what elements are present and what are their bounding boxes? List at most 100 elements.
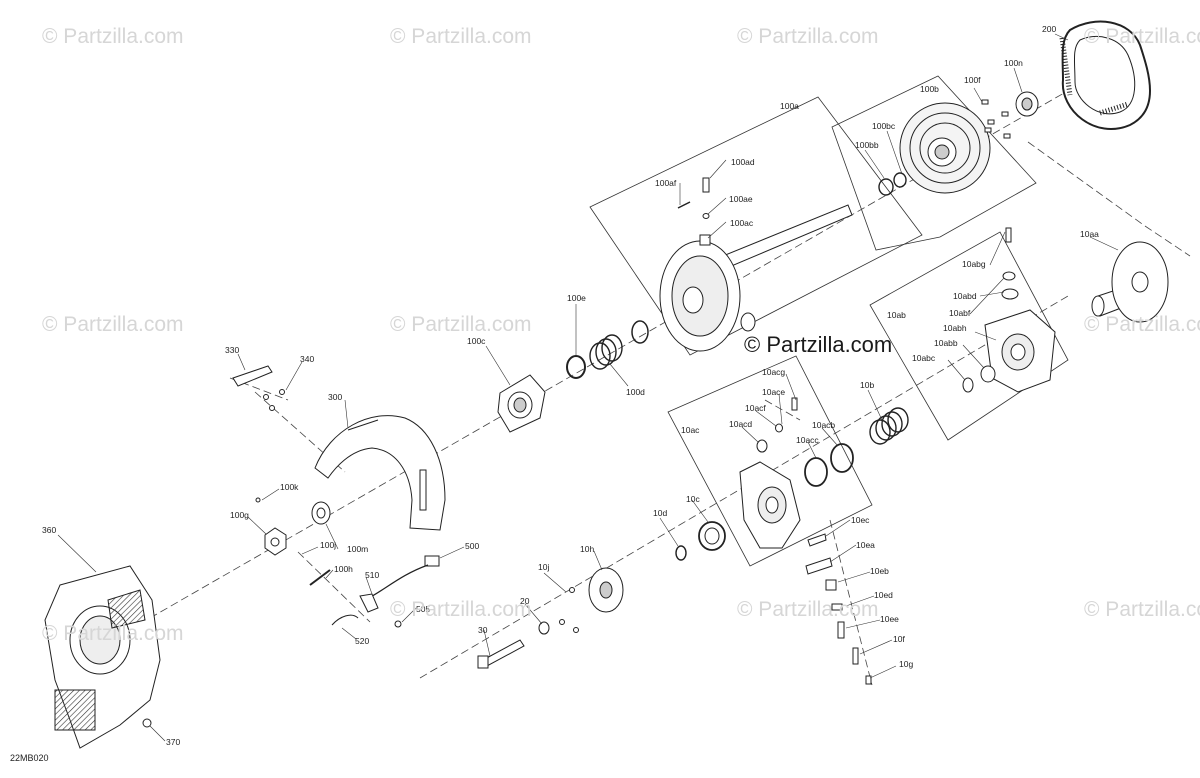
ring-10acb <box>830 443 854 473</box>
group-box-100a <box>589 96 923 356</box>
nut-100g <box>264 527 287 556</box>
watermark-6: © Partzilla.com <box>390 313 532 336</box>
watermark-9: © Partzilla.com <box>390 598 532 621</box>
watermark-1: © Partzilla.com <box>42 25 184 48</box>
label-10acd: 10acd <box>729 419 752 429</box>
group-box-100b <box>831 75 1037 251</box>
bearing-100n <box>1015 91 1039 117</box>
label-100ac: 100ac <box>730 218 754 228</box>
label-100c: 100c <box>467 336 486 346</box>
spring-100d <box>589 334 623 370</box>
label-10aa: 10aa <box>1080 229 1099 239</box>
pin-100af <box>677 201 691 209</box>
label-100d: 100d <box>626 387 645 397</box>
part-370-nut <box>142 718 152 728</box>
watermark-11: © Partzilla.com <box>1084 598 1200 621</box>
shaft-10aa <box>1091 241 1169 323</box>
label-10abc: 10abc <box>912 353 936 363</box>
label-100e: 100e <box>567 293 586 303</box>
label-10h: 10h <box>580 544 594 554</box>
assembly-10ab <box>962 227 1056 393</box>
watermark-3: © Partzilla.com <box>737 25 879 48</box>
spring-10b <box>869 407 909 445</box>
housing-360 <box>44 565 161 749</box>
label-10acb: 10acb <box>812 420 835 430</box>
group-box-10ab <box>869 231 1069 441</box>
screws-100f <box>981 99 1011 139</box>
label-10abd: 10abd <box>953 291 977 301</box>
label-100a: 100a <box>780 101 799 111</box>
ring-10acc <box>804 457 828 487</box>
label-520: 520 <box>355 636 369 646</box>
label-100bc: 100bc <box>872 121 896 131</box>
label-10abh: 10abh <box>943 323 967 333</box>
hub-10h <box>559 567 624 633</box>
label-10ec: 10ec <box>851 515 870 525</box>
label-100f: 100f <box>964 75 981 85</box>
watermark-7: © Partzilla.com <box>1084 313 1200 336</box>
label-10ab: 10ab <box>887 310 906 320</box>
label-100n: 100n <box>1004 58 1023 68</box>
label-10acg: 10acg <box>762 367 785 377</box>
watermark-5: © Partzilla.com <box>42 313 184 336</box>
label-10abg: 10abg <box>962 259 986 269</box>
label-10ee: 10ee <box>880 614 899 624</box>
label-10acc: 10acc <box>796 435 819 445</box>
rings-100bb <box>878 172 907 196</box>
harness-500 <box>331 555 440 628</box>
center-watermark: © Partzilla.com <box>744 332 893 357</box>
label-10c: 10c <box>686 494 700 504</box>
label-300: 300 <box>328 392 342 402</box>
washer-20 <box>538 621 550 635</box>
label-370: 370 <box>166 737 180 747</box>
label-100ad: 100ad <box>731 157 755 167</box>
label-100j: 100j <box>320 540 336 550</box>
label-505: 505 <box>416 604 430 614</box>
label-100m: 100m <box>347 544 368 554</box>
spider-100c <box>497 374 546 433</box>
cam-10ac <box>739 397 801 549</box>
label-100bb: 100bb <box>855 140 879 150</box>
label-500: 500 <box>465 541 479 551</box>
guard-300 <box>314 415 446 531</box>
label-100g: 100g <box>230 510 249 520</box>
label-10j: 10j <box>538 562 549 572</box>
sheave-100b <box>899 102 991 194</box>
watermark-2: © Partzilla.com <box>390 25 532 48</box>
watermark-8: © Partzilla.com <box>42 622 184 645</box>
label-10b: 10b <box>860 380 874 390</box>
label-330: 330 <box>225 345 239 355</box>
label-30: 30 <box>478 625 488 635</box>
diagram-code: 22MB020 <box>10 753 49 763</box>
label-200: 200 <box>1042 24 1056 34</box>
parts-10e <box>805 533 872 685</box>
label-10abf: 10abf <box>949 308 971 318</box>
screw-100ad <box>699 177 711 246</box>
label-510: 510 <box>365 570 379 580</box>
label-10ac: 10ac <box>681 425 700 435</box>
part-100h-bolt <box>309 569 331 586</box>
label-10ea: 10ea <box>856 540 875 550</box>
ring-100d2 <box>631 320 649 344</box>
label-10f: 10f <box>893 634 905 644</box>
ring-100e <box>566 355 586 379</box>
label-10d: 10d <box>653 508 667 518</box>
label-10abb: 10abb <box>934 338 958 348</box>
label-10g: 10g <box>899 659 913 669</box>
bolt-30 <box>477 639 525 669</box>
ring-10d <box>675 545 687 561</box>
label-100b: 100b <box>920 84 939 94</box>
watermark-4: © Partzilla.com <box>1084 25 1200 48</box>
label-100af: 100af <box>655 178 677 188</box>
label-340: 340 <box>300 354 314 364</box>
group-box-10ac <box>667 355 873 567</box>
leader-lines <box>57 33 1119 742</box>
watermark-10: © Partzilla.com <box>737 598 879 621</box>
label-360: 360 <box>42 525 56 535</box>
belt-200 <box>1059 20 1151 130</box>
label-10acf: 10acf <box>745 403 766 413</box>
label-100k: 100k <box>280 482 299 492</box>
label-10ed: 10ed <box>874 590 893 600</box>
part-labels: 200 100n 100f 100b 100bc 100bb 100a 100a… <box>42 24 1099 747</box>
